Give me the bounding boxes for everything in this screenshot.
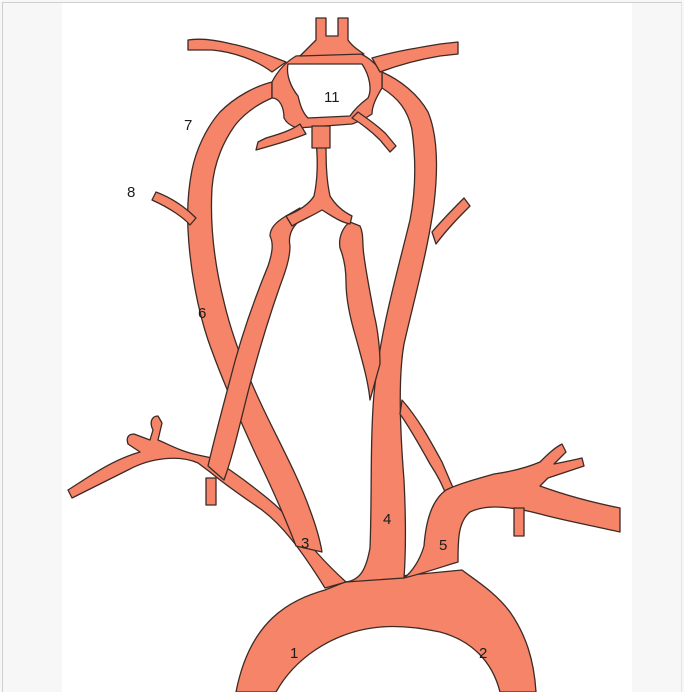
- left-carotid-upper-branch: [432, 198, 470, 244]
- label-8: 8: [127, 184, 135, 201]
- left-subclavian-stub: [514, 508, 524, 536]
- basilar-top: [312, 126, 330, 148]
- label-11: 11: [324, 89, 340, 106]
- left-vertebral-artery: [340, 222, 380, 400]
- label-5: 5: [439, 537, 447, 554]
- left-vertebral-origin: [400, 400, 456, 500]
- label-7: 7: [184, 117, 192, 134]
- label-2: 2: [479, 645, 487, 662]
- label-6: 6: [198, 305, 206, 322]
- label-3: 3: [301, 535, 309, 552]
- basilar-artery: [286, 140, 352, 226]
- middle-cerebral-right: [372, 42, 458, 72]
- posterior-cerebral-left: [256, 124, 306, 150]
- middle-cerebral-left: [188, 39, 286, 72]
- aortic-arch: [236, 570, 536, 692]
- subclavian-stub-branch: [206, 478, 216, 505]
- anterior-cerebral-arteries: [300, 18, 364, 56]
- label-1: 1: [290, 645, 298, 662]
- posterior-cerebral-right: [352, 112, 396, 152]
- label-4: 4: [383, 511, 391, 528]
